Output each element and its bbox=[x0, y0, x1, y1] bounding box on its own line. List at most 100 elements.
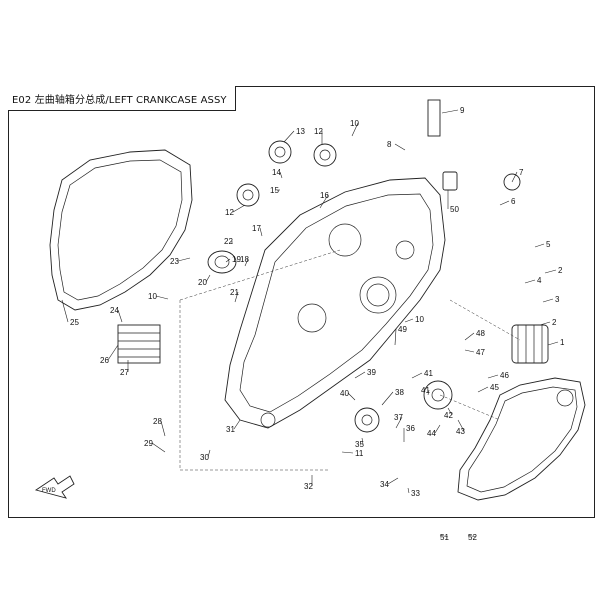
leader-line bbox=[351, 122, 359, 137]
callout-label: 31 bbox=[226, 425, 235, 434]
callout-label: 50 bbox=[450, 205, 459, 214]
leader-line bbox=[177, 257, 191, 262]
callout-label: 43 bbox=[456, 427, 465, 436]
leader-line bbox=[464, 332, 475, 341]
callout-label: 32 bbox=[304, 482, 313, 491]
callout-label: 12 bbox=[314, 127, 323, 136]
callout-label: 24 bbox=[110, 306, 119, 315]
callout-label: 41 bbox=[424, 369, 433, 378]
callout-label: 6 bbox=[511, 197, 516, 206]
leader-line bbox=[233, 419, 241, 430]
callout-label: 11 bbox=[355, 449, 364, 458]
leader-line bbox=[447, 407, 453, 416]
leader-line bbox=[434, 424, 441, 434]
leader-line bbox=[160, 420, 166, 437]
leader-line bbox=[381, 391, 394, 406]
leader-line bbox=[427, 389, 430, 396]
leader-line bbox=[225, 258, 231, 263]
leader-line bbox=[279, 171, 283, 179]
leader-line bbox=[244, 258, 249, 267]
callout-label: 14 bbox=[272, 168, 281, 177]
leader-line bbox=[234, 291, 239, 303]
title-box: E02 左曲轴箱分总成/LEFT CRANKCASE ASSY bbox=[8, 86, 236, 111]
callout-label: 47 bbox=[476, 348, 485, 357]
callout-label: 22 bbox=[224, 237, 233, 246]
callout-label: 28 bbox=[153, 417, 162, 426]
oil-filter-1 bbox=[511, 324, 549, 364]
callout-label: 5 bbox=[546, 240, 551, 249]
callout-label: 16 bbox=[320, 191, 329, 200]
leader-line bbox=[205, 274, 211, 283]
leader-line bbox=[61, 299, 69, 323]
callout-label: 40 bbox=[340, 389, 349, 398]
callout-label: 3 bbox=[555, 295, 560, 304]
diagram-frame bbox=[8, 86, 595, 518]
leader-line bbox=[464, 349, 475, 353]
assembly-lines bbox=[179, 249, 521, 471]
cap-52 bbox=[442, 171, 458, 191]
callout-label: 37 bbox=[394, 413, 403, 422]
callout-label: 7 bbox=[519, 168, 524, 177]
leader-line bbox=[404, 318, 414, 323]
leader-line bbox=[395, 416, 403, 429]
callout-label: 44 bbox=[427, 429, 436, 438]
callout-label: 42 bbox=[444, 411, 453, 420]
leader-line bbox=[477, 386, 489, 393]
leader-line bbox=[283, 130, 295, 143]
callout-label: 45 bbox=[490, 383, 499, 392]
diagram-title: E02 左曲轴箱分总成/LEFT CRANKCASE ASSY bbox=[12, 94, 227, 106]
callout-label: 2 bbox=[552, 318, 557, 327]
callout-label: 36 bbox=[406, 424, 415, 433]
left-crankcase-31 bbox=[224, 177, 446, 429]
callout-label: 4 bbox=[537, 276, 542, 285]
leader-line bbox=[117, 309, 123, 323]
callout-label: 10 bbox=[148, 292, 157, 301]
callout-label: 48 bbox=[476, 329, 485, 338]
leader-line bbox=[547, 341, 559, 346]
callout-labels: 1223456789101010111212131415161718192021… bbox=[61, 106, 565, 542]
leader-line bbox=[487, 374, 499, 379]
leader-line bbox=[354, 371, 366, 379]
relief-valve-9 bbox=[427, 99, 441, 137]
callout-label: 29 bbox=[144, 439, 153, 448]
leader-line bbox=[499, 200, 510, 206]
callout-label: 12 bbox=[225, 208, 234, 217]
leader-line bbox=[387, 477, 399, 485]
callout-label: 15 bbox=[270, 186, 279, 195]
callout-label: 8 bbox=[387, 140, 392, 149]
callout-label: 2 bbox=[558, 266, 563, 275]
leader-line bbox=[319, 194, 329, 209]
leader-line bbox=[467, 534, 477, 538]
leader-line bbox=[411, 372, 423, 379]
leader-line bbox=[534, 243, 545, 248]
bearing-12-lower bbox=[236, 183, 260, 207]
callout-label: 26 bbox=[100, 356, 109, 365]
callout-label: 41 bbox=[421, 386, 430, 395]
fwd-arrow: FWD bbox=[34, 475, 75, 499]
leader-line bbox=[511, 171, 518, 183]
clutch-cover-gasket-37 bbox=[457, 377, 586, 501]
leader-line bbox=[457, 419, 465, 432]
callout-label: 23 bbox=[170, 257, 179, 266]
callout-label: 18 bbox=[240, 255, 249, 264]
fwd-label: FWD bbox=[42, 488, 56, 494]
leader-line bbox=[155, 295, 169, 300]
callout-label: 25 bbox=[70, 318, 79, 327]
leader-line bbox=[441, 109, 459, 114]
callout-label: 27 bbox=[120, 368, 129, 377]
callout-label: 10 bbox=[415, 315, 424, 324]
callout-label: 30 bbox=[200, 453, 209, 462]
leader-line bbox=[347, 392, 356, 401]
leader-line bbox=[542, 298, 554, 303]
bearing-13 bbox=[268, 140, 292, 164]
leader-line bbox=[151, 442, 166, 453]
callout-label: 20 bbox=[198, 278, 207, 287]
leader-line bbox=[524, 279, 536, 284]
callout-label: 13 bbox=[296, 127, 305, 136]
callout-label: 19 bbox=[232, 255, 241, 264]
leader-line bbox=[259, 227, 263, 237]
callout-label: 52 bbox=[468, 533, 477, 542]
leader-line bbox=[232, 204, 246, 213]
oil-seal-20 bbox=[207, 250, 237, 274]
